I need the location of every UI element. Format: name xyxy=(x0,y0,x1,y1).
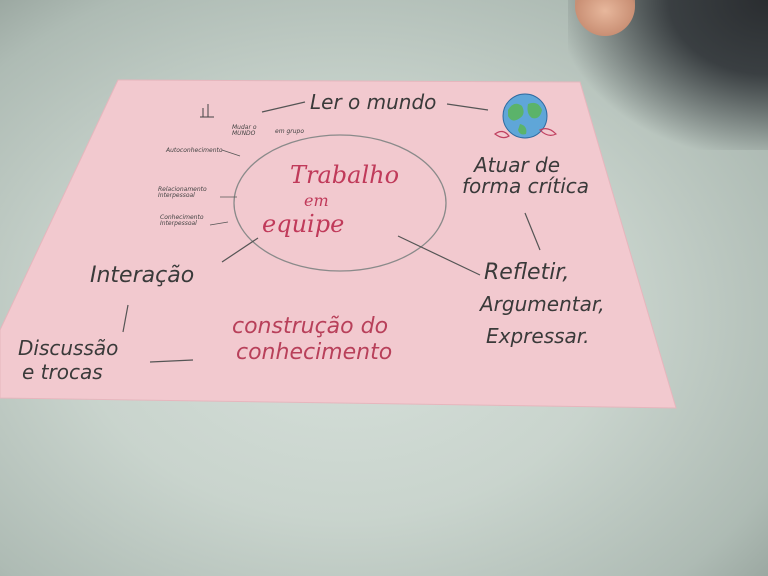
line-ler-mundo-right xyxy=(446,103,489,111)
line-refletir xyxy=(397,235,481,276)
label-discussao-2: e trocas xyxy=(22,360,103,384)
arrow-con xyxy=(209,221,229,226)
poster-paper xyxy=(0,79,677,409)
center-line-2: em xyxy=(304,191,329,210)
line-atuar xyxy=(524,212,541,251)
center-circle xyxy=(233,134,447,272)
scribble xyxy=(200,104,214,118)
label-construcao-1: construção do xyxy=(232,314,389,339)
center-line-3: equipe xyxy=(262,210,345,238)
label-atuar-1: Atuar de xyxy=(474,153,561,177)
center-line-1: Trabalho xyxy=(290,161,400,189)
label-atuar-2: forma crítica xyxy=(462,174,590,198)
label-construcao-2: conhecimento xyxy=(236,340,393,365)
globe-icon xyxy=(493,93,558,139)
label-em-grupo: em grupo xyxy=(275,128,305,135)
label-mudar-mundo: Mudar o MUNDO xyxy=(232,124,257,137)
label-ler-mundo: Ler o mundo xyxy=(310,90,437,114)
label-interacao: Interação xyxy=(90,263,195,288)
label-refletir-3: Expressar. xyxy=(486,324,590,348)
label-refletir-1: Refletir, xyxy=(484,260,570,285)
line-discussao-horiz xyxy=(149,359,194,363)
line-discussao-vert xyxy=(122,304,129,333)
label-relacionamento: Relacionamento Interpessoal xyxy=(158,186,207,199)
arrow-auto xyxy=(221,149,241,157)
label-autoconhecimento: Autoconhecimento xyxy=(166,147,223,154)
label-refletir-2: Argumentar, xyxy=(480,292,605,316)
line-interacao xyxy=(221,237,259,263)
line-ler-mundo xyxy=(261,101,306,113)
label-conhecimento: Conhecimento Interpessoal xyxy=(160,214,204,227)
label-discussao-1: Discussão xyxy=(18,336,119,360)
